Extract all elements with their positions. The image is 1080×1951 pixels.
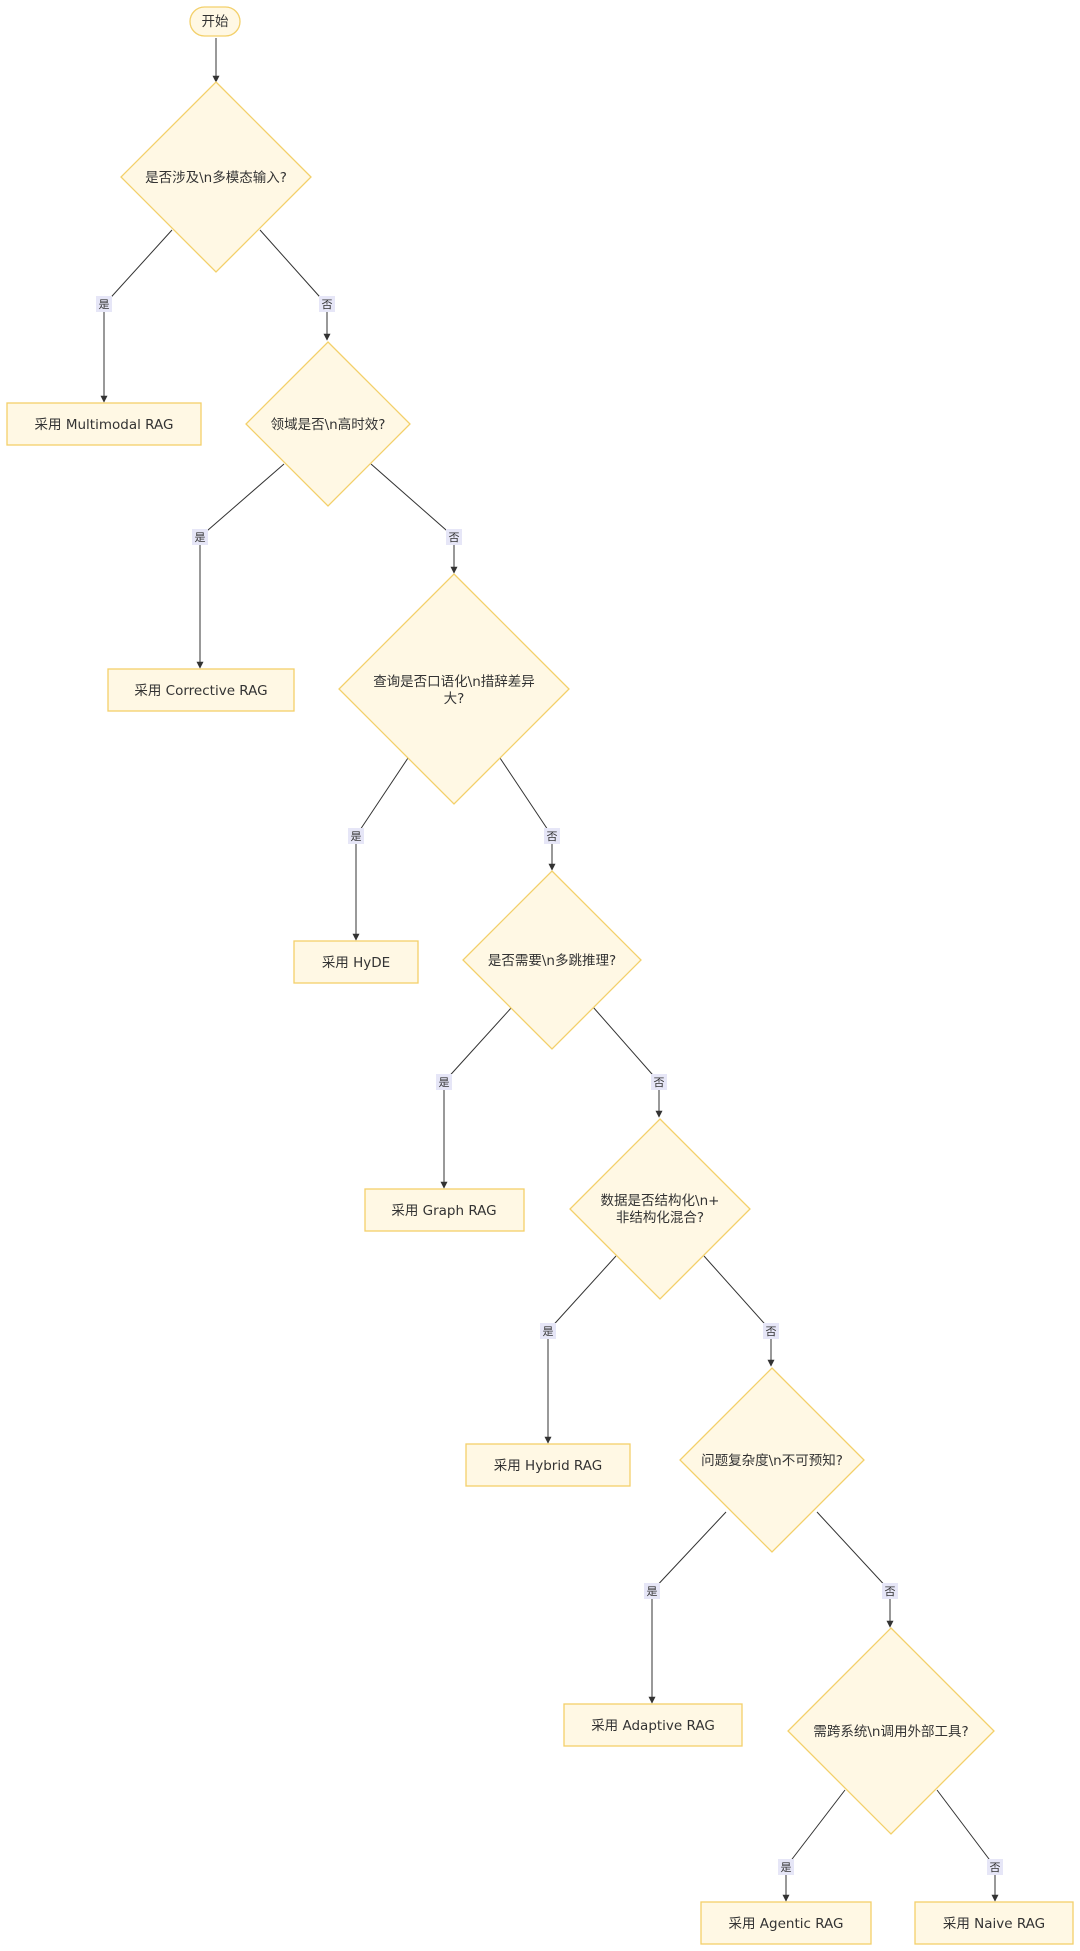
svg-text:否: 否 xyxy=(449,531,460,544)
edge-q3-no xyxy=(499,757,556,871)
edge-q4-yes xyxy=(440,1006,513,1189)
result-node-corrective-rag: 采用 Corrective RAG xyxy=(107,668,295,712)
edge-q6-no xyxy=(816,1511,894,1628)
edge-q5-yes xyxy=(544,1255,617,1444)
svg-text:是: 是 xyxy=(99,298,110,311)
result-node-agentic-rag: 采用 Agentic RAG xyxy=(700,1901,872,1945)
svg-text:非结构化混合?: 非结构化混合? xyxy=(616,1210,704,1226)
start-node: 开始 xyxy=(189,6,241,37)
svg-text:开始: 开始 xyxy=(202,14,229,30)
edge-label-no: 否 xyxy=(544,828,560,844)
edge-labels: 是 否 是 否 是 否 是 否 是 否 是 否 是 否 xyxy=(96,296,1003,1875)
svg-text:否: 否 xyxy=(885,1585,896,1598)
result-node-multimodal-rag: 采用 Multimodal RAG xyxy=(6,402,202,446)
edge-q6-yes xyxy=(648,1511,727,1704)
decision-node-multimodal: 是否涉及\n多模态输入? xyxy=(120,81,312,273)
edge-label-no: 否 xyxy=(763,1323,779,1339)
svg-text:是: 是 xyxy=(543,1325,554,1338)
edge-q7-yes xyxy=(782,1789,846,1902)
svg-text:采用 Hybrid RAG: 采用 Hybrid RAG xyxy=(494,1458,602,1474)
edge-q3-yes xyxy=(352,757,409,941)
edge-label-no: 否 xyxy=(987,1859,1003,1875)
edge-label-no: 否 xyxy=(446,529,462,545)
edge-label-yes: 是 xyxy=(644,1583,660,1599)
decision-node-multi-hop: 是否需要\n多跳推理? xyxy=(462,870,642,1050)
svg-text:采用 Graph RAG: 采用 Graph RAG xyxy=(391,1203,496,1219)
result-node-adaptive-rag: 采用 Adaptive RAG xyxy=(563,1703,743,1747)
svg-text:是: 是 xyxy=(647,1585,658,1598)
decision-node-structured-data: 数据是否结构化\n+ 非结构化混合? xyxy=(569,1118,751,1300)
svg-text:否: 否 xyxy=(547,830,558,843)
svg-text:查询是否口语化\n措辞差异: 查询是否口语化\n措辞差异 xyxy=(373,674,535,690)
edge-label-yes: 是 xyxy=(778,1859,794,1875)
svg-text:采用 Corrective RAG: 采用 Corrective RAG xyxy=(134,683,267,699)
edge-label-yes: 是 xyxy=(540,1323,556,1339)
edge-q1-yes xyxy=(100,229,173,403)
svg-text:是否需要\n多跳推理?: 是否需要\n多跳推理? xyxy=(488,952,616,969)
edge-label-no: 否 xyxy=(319,296,335,312)
result-node-graph-rag: 采用 Graph RAG xyxy=(364,1188,525,1232)
svg-text:大?: 大? xyxy=(444,691,465,707)
svg-text:需跨系统\n调用外部工具?: 需跨系统\n调用外部工具? xyxy=(813,1724,968,1740)
svg-text:是: 是 xyxy=(195,531,206,544)
svg-text:采用 Naive RAG: 采用 Naive RAG xyxy=(943,1916,1045,1932)
svg-text:否: 否 xyxy=(654,1076,665,1089)
svg-text:问题复杂度\n不可预知?: 问题复杂度\n不可预知? xyxy=(701,1452,843,1469)
svg-text:是: 是 xyxy=(781,1861,792,1874)
svg-text:采用 HyDE: 采用 HyDE xyxy=(322,955,390,971)
edge-q1-no xyxy=(259,229,331,341)
decision-node-colloquial-query: 查询是否口语化\n措辞差异 大? xyxy=(338,573,570,805)
svg-text:是否涉及\n多模态输入?: 是否涉及\n多模态输入? xyxy=(145,169,287,186)
edge-q7-no xyxy=(936,1789,999,1902)
edge-q2-yes xyxy=(196,463,285,669)
edge-q4-no xyxy=(592,1006,663,1118)
edge-label-yes: 是 xyxy=(348,828,364,844)
result-node-naive-rag: 采用 Naive RAG xyxy=(914,1901,1074,1945)
svg-text:否: 否 xyxy=(766,1325,777,1338)
edge-label-yes: 是 xyxy=(192,529,208,545)
edge-q2-no xyxy=(370,463,458,574)
svg-text:采用 Agentic RAG: 采用 Agentic RAG xyxy=(728,1916,843,1932)
svg-text:采用 Multimodal RAG: 采用 Multimodal RAG xyxy=(35,417,174,433)
decision-node-timeliness: 领域是否\n高时效? xyxy=(245,341,411,507)
decision-node-complexity: 问题复杂度\n不可预知? xyxy=(679,1367,865,1553)
edge-label-yes: 是 xyxy=(96,296,112,312)
edge-label-no: 否 xyxy=(882,1583,898,1599)
svg-text:否: 否 xyxy=(322,298,333,311)
svg-text:是: 是 xyxy=(351,830,362,843)
edge-q5-no xyxy=(703,1255,775,1367)
svg-text:是: 是 xyxy=(439,1076,450,1089)
result-node-hyde: 采用 HyDE xyxy=(293,940,419,984)
svg-text:采用 Adaptive RAG: 采用 Adaptive RAG xyxy=(591,1718,715,1734)
result-node-hybrid-rag: 采用 Hybrid RAG xyxy=(465,1443,631,1487)
edge-label-no: 否 xyxy=(651,1074,667,1090)
svg-text:领域是否\n高时效?: 领域是否\n高时效? xyxy=(271,416,386,433)
edge-label-yes: 是 xyxy=(436,1074,452,1090)
svg-text:否: 否 xyxy=(990,1861,1001,1874)
decision-node-external-tools: 需跨系统\n调用外部工具? xyxy=(787,1627,995,1835)
nodes: 开始 是否涉及\n多模态输入? 采用 Multimodal RAG 领域是否\n… xyxy=(6,6,1074,1945)
svg-text:数据是否结构化\n+: 数据是否结构化\n+ xyxy=(601,1193,720,1209)
